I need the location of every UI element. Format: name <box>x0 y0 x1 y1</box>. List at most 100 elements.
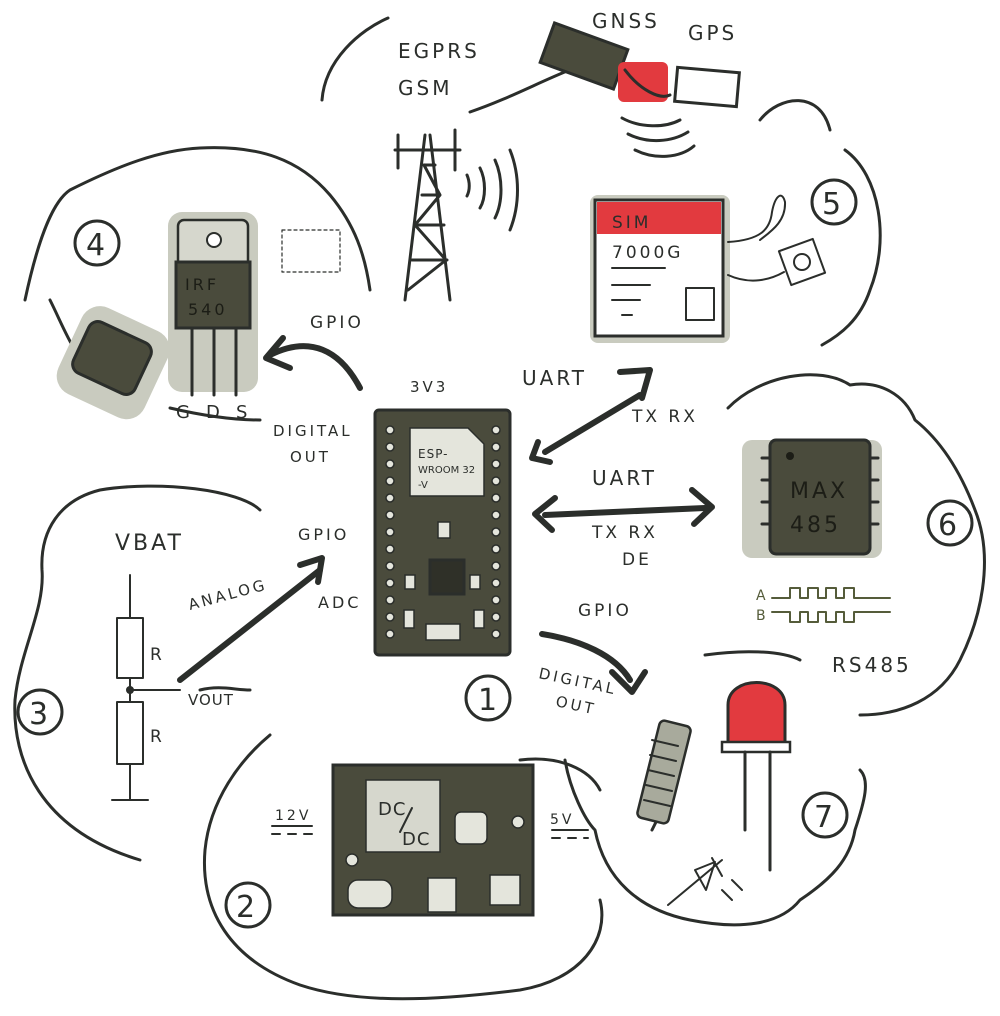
dc-symbol-out <box>551 829 589 839</box>
mosfet-to220 <box>174 218 252 397</box>
led-rim <box>720 740 792 754</box>
gps-label: GPS <box>688 21 737 45</box>
cell-tower <box>393 128 519 302</box>
esp32-button-left <box>403 609 415 629</box>
rs485-de-label: DE <box>622 550 652 570</box>
led-symbol-icon <box>667 857 743 906</box>
resistor-bottom <box>116 701 144 765</box>
uart-arrow-rs485-head-left <box>532 495 558 533</box>
antenna-connector-icon <box>727 194 827 287</box>
vout-label: VOUT <box>188 691 234 709</box>
analog-arrow <box>177 567 323 683</box>
mosfet-pin-label-s: S <box>236 402 247 423</box>
sim-label-2: 7000G <box>612 243 683 263</box>
esp32-module-label-3: -V <box>418 480 428 491</box>
dcdc-board: DC DC <box>331 763 535 917</box>
resistor-component <box>636 719 692 832</box>
qr-code-icon <box>685 287 715 321</box>
number-circle-3 <box>16 688 64 736</box>
rs485-waveform-b <box>771 611 891 623</box>
number-2: 2 <box>236 890 255 925</box>
adc-label: ADC <box>318 593 361 612</box>
rs485-line-b-label: B <box>756 608 769 624</box>
led-dome <box>728 682 785 745</box>
max485-body <box>768 438 872 556</box>
dcdc-component <box>489 874 521 906</box>
esp32-component <box>469 574 481 590</box>
cloud-outline-led <box>563 758 867 927</box>
satellite-panel-right <box>673 65 741 109</box>
led-digital-label: DIGITAL <box>537 664 619 698</box>
led-out-label: OUT <box>554 692 598 718</box>
rs485-label: RS485 <box>832 653 912 677</box>
voltage-divider-schematic <box>111 574 181 801</box>
divider-gpio-label: GPIO <box>298 525 349 544</box>
sim-module-band <box>597 202 721 234</box>
esp32-component <box>404 574 416 590</box>
rs485-txrx-label: TX RX <box>591 523 658 543</box>
signal-waves-icon <box>465 148 519 232</box>
mosfet-arrow-head <box>263 335 293 371</box>
esp32-usb-chip <box>428 558 466 596</box>
gsm-label: GSM <box>398 76 452 100</box>
satellite-body <box>618 62 668 102</box>
mosfet-gpio-label: GPIO <box>310 313 364 333</box>
led-legs <box>743 750 772 872</box>
dc-symbol-in <box>271 825 313 835</box>
number-circle-4 <box>73 219 121 267</box>
esp32-usb-port <box>425 623 461 641</box>
esp32-module-label-1: ESP- <box>418 447 449 461</box>
esp32-board: ESP- WROOM 32 -V <box>373 408 512 657</box>
sim-label-1: SIM <box>612 213 651 233</box>
rs485-line-a-label: A <box>756 588 769 604</box>
max485-label-1: MAX <box>790 479 848 504</box>
sim7000g-module <box>593 198 725 338</box>
number-circle-2 <box>224 881 272 929</box>
max485-pin1-mark <box>786 452 794 460</box>
resistor-top <box>116 617 144 679</box>
uart-arrow-gsm-head-left <box>529 439 553 465</box>
esp32-pin-row-right <box>491 425 501 639</box>
dcdc-inductor <box>454 811 488 845</box>
uart-arrow-gsm <box>542 392 643 455</box>
egprs-label: EGPRS <box>398 39 480 63</box>
dcdc-mount-hole <box>345 853 359 867</box>
rs485-uart-label: UART <box>592 466 657 490</box>
mosfet-digital-label: DIGITAL <box>273 422 353 440</box>
vbat-label: VBAT <box>115 531 184 556</box>
gnss-label: GNSS <box>592 9 660 33</box>
uart-arrow-gsm-head-right <box>617 367 653 401</box>
number-circle-1 <box>464 674 512 722</box>
cloud-outline-gsm <box>320 16 882 347</box>
rs485-waveform-a <box>771 587 891 599</box>
number-3: 3 <box>29 697 48 732</box>
number-4: 4 <box>86 228 105 263</box>
cloud-outline-dcdc <box>202 733 604 1001</box>
led-component <box>720 681 792 872</box>
esp32-module-shield <box>409 427 485 497</box>
max485-chip <box>760 438 880 556</box>
dcdc-output-label: 5V <box>550 812 574 828</box>
dcdc-input-label: 12V <box>275 808 311 824</box>
led-arrow <box>539 631 633 683</box>
resistor-bottom-label: R <box>150 727 165 747</box>
number-7: 7 <box>814 800 833 835</box>
mosfet-pin-label-d: D <box>206 402 220 423</box>
esp32-pin-row-left <box>385 425 395 639</box>
dcdc-mount-hole <box>511 815 525 829</box>
satellite-signal-icon <box>620 116 696 158</box>
smd-package <box>56 306 170 420</box>
esp32-component <box>437 521 451 539</box>
esp32-button-right <box>473 609 485 629</box>
led-gpio-label: GPIO <box>578 601 632 621</box>
led-arrow-head <box>609 669 648 695</box>
max485-label-2: 485 <box>790 513 841 538</box>
mosfet-symbol <box>281 229 341 273</box>
esp32-module-label-2: WROOM 32 <box>418 465 475 476</box>
dcdc-chip-label-2: DC <box>402 829 430 850</box>
gsm-txrx-label: TX RX <box>631 407 698 427</box>
dcdc-slash <box>399 807 413 833</box>
uart-arrow-rs485-head-right <box>689 487 715 527</box>
